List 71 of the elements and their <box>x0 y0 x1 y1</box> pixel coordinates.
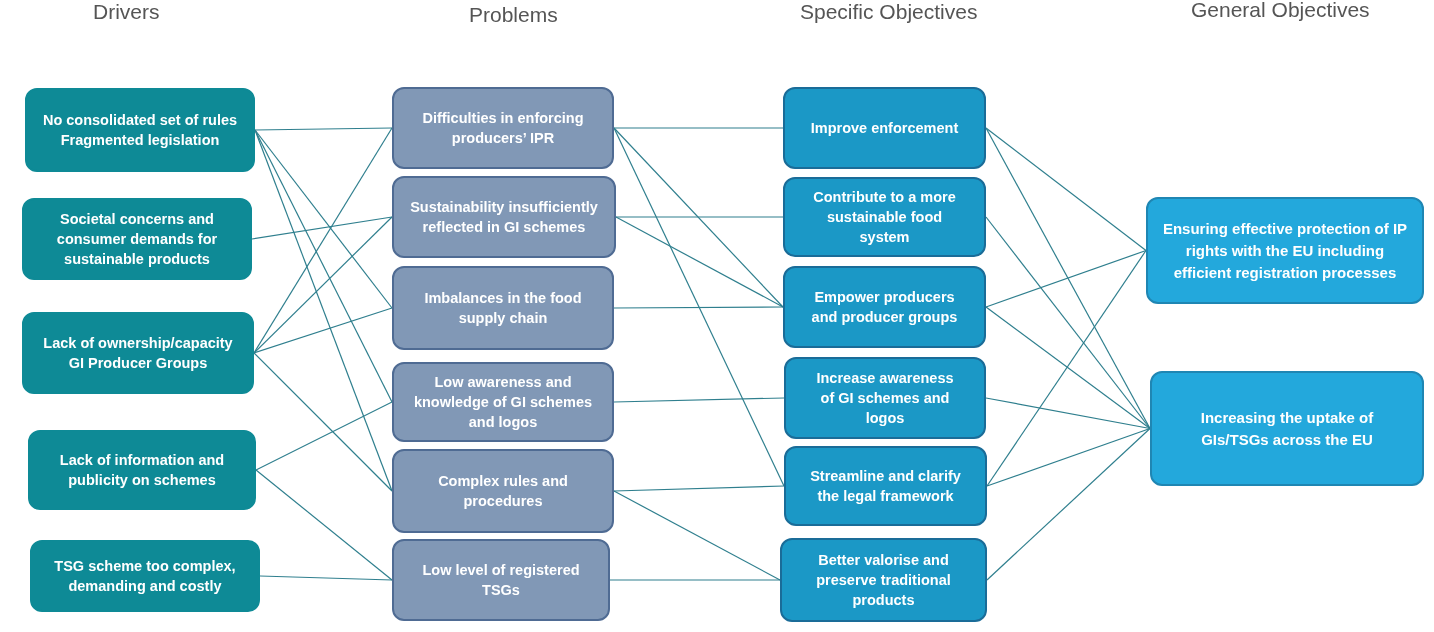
problem-box <box>392 362 614 442</box>
node-text: Sustainability insufficiently reflected in GI schemes <box>409 198 599 237</box>
node-text: Low level of registered TSGs <box>421 561 581 600</box>
node-text: Complex rules and procedures <box>437 472 569 511</box>
connector-line <box>615 216 784 218</box>
node-text: Contribute to a more sustainable food system <box>812 188 957 247</box>
connector-line <box>985 127 1147 252</box>
node-text: Low awareness and knowledge of GI schemes and logos <box>412 373 594 432</box>
node-text: TSG scheme too complex, demanding and costly <box>53 557 237 596</box>
objective-box <box>783 87 986 169</box>
connector-line <box>254 127 393 131</box>
connector-line <box>253 307 393 354</box>
connector-line <box>986 427 1151 487</box>
connector-line <box>986 249 1147 487</box>
connector-line <box>251 216 393 240</box>
connector-line <box>253 352 393 492</box>
node-text: No consolidated set of rules Fragmented legislation <box>41 111 239 150</box>
node-text: Ensuring effective protection of IP rights with the EU including efficient registration processes <box>1162 218 1408 283</box>
connector-line <box>613 397 785 403</box>
connector-line <box>613 127 784 129</box>
connector-line <box>255 401 393 471</box>
connector-line <box>985 306 1151 430</box>
problem-box <box>392 176 616 258</box>
connector-line <box>253 216 393 354</box>
connector-line <box>613 490 781 581</box>
node-text: Imbalances in the food supply chain <box>423 289 583 328</box>
connector-line <box>985 216 1151 430</box>
connector-line <box>613 127 785 487</box>
node-text: Empower producers and producer groups <box>810 288 959 327</box>
node-text: Increasing the uptake of GIs/TSGs across the EU <box>1199 407 1375 450</box>
node-text: Increase awareness of GI schemes and logos <box>815 369 955 428</box>
node-text: Societal concerns and consumer demands for sustainable products <box>55 210 219 269</box>
connector-line <box>259 575 393 581</box>
problem-box <box>392 449 614 533</box>
objective-box <box>780 538 987 622</box>
connector-line <box>985 397 1151 430</box>
objective-box <box>784 357 986 439</box>
connector-line <box>254 129 393 492</box>
driver-box <box>25 88 255 172</box>
column-heading: General Objectives <box>1191 0 1370 22</box>
objective-box <box>783 266 986 348</box>
connector-line <box>609 579 781 581</box>
connector-line <box>253 127 393 354</box>
objective-box <box>1150 371 1424 486</box>
problem-box <box>392 539 610 621</box>
driver-box <box>28 430 256 510</box>
column-heading: Drivers <box>93 0 160 24</box>
connector-line <box>254 129 393 309</box>
column-heading: Problems <box>469 3 558 27</box>
column-heading: Specific Objectives <box>800 0 978 24</box>
node-text: Lack of ownership/capacity GI Producer Groups <box>42 334 234 373</box>
node-text: Better valorise and preserve traditional products <box>815 551 952 610</box>
problem-box <box>392 87 614 169</box>
node-text: Lack of information and publicity on schemes <box>58 451 226 490</box>
connector-line <box>255 469 393 581</box>
driver-box <box>30 540 260 612</box>
objective-box <box>1146 197 1424 304</box>
node-text: Streamline and clarify the legal framework <box>809 467 962 506</box>
objective-box <box>784 446 987 526</box>
connector-line <box>613 485 785 492</box>
node-text: Improve enforcement <box>810 119 959 138</box>
driver-box <box>22 198 252 280</box>
connector-line <box>615 216 784 308</box>
driver-box <box>22 312 254 394</box>
problem-box <box>392 266 614 350</box>
connector-line <box>986 427 1151 581</box>
connector-line <box>613 127 784 308</box>
node-text: Difficulties in enforcing producers’ IPR <box>421 109 585 148</box>
connector-line <box>985 249 1147 308</box>
objective-box <box>783 177 986 257</box>
connector-line <box>613 306 784 309</box>
